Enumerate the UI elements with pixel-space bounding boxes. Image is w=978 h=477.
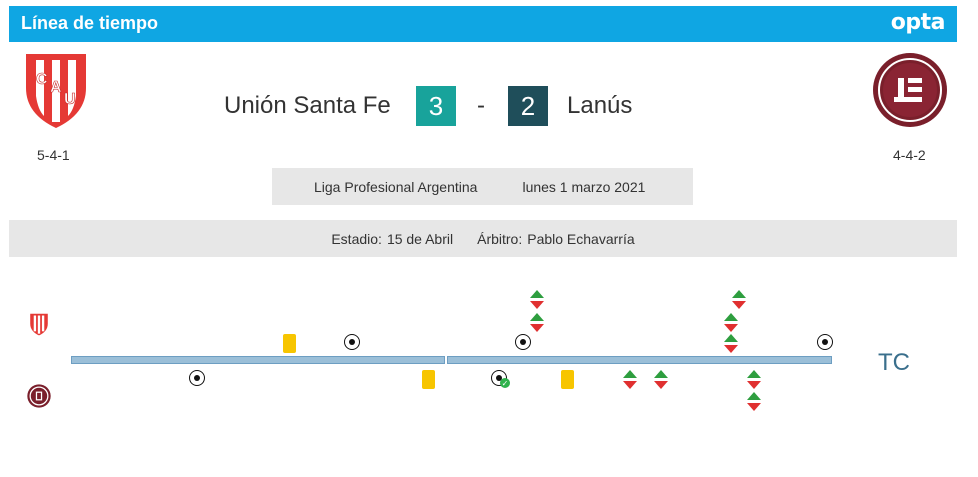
substitution-arrows-icon xyxy=(724,334,738,353)
substitution-arrows-icon xyxy=(530,313,544,332)
svg-text:C: C xyxy=(36,71,48,88)
soccer-ball-icon xyxy=(189,370,205,386)
soccer-ball-icon xyxy=(344,334,360,350)
home-crest-icon: C A U xyxy=(26,54,86,128)
yellow-card-icon xyxy=(283,334,296,353)
timeline-second-half xyxy=(447,356,832,364)
substitution-arrows-icon xyxy=(747,392,761,411)
referee-label: Árbitro: xyxy=(477,230,523,247)
substitution-arrows-icon xyxy=(530,290,544,309)
full-time-label: TC xyxy=(878,349,910,376)
venue-info-box: Estadio: 15 de Abril Árbitro: Pablo Echa… xyxy=(9,220,957,257)
header-bar: Línea de tiempo opta xyxy=(9,6,957,42)
brand-logo: opta xyxy=(890,10,946,35)
league-name: Liga Profesional Argentina xyxy=(314,178,478,195)
svg-text:U: U xyxy=(64,91,76,108)
yellow-card-icon xyxy=(422,370,435,389)
substitution-arrows-icon xyxy=(623,370,637,389)
substitution-arrows-icon xyxy=(724,313,738,332)
substitution-arrows-icon xyxy=(654,370,668,389)
away-formation: 4-4-2 xyxy=(893,147,926,163)
home-score: 3 xyxy=(416,86,456,126)
home-formation: 5-4-1 xyxy=(37,147,70,163)
away-crest-icon xyxy=(873,53,947,127)
own-goal-check-icon: ✓ xyxy=(500,378,510,388)
score-separator: - xyxy=(477,92,485,119)
soccer-ball-icon xyxy=(817,334,833,350)
yellow-card-icon xyxy=(561,370,574,389)
away-small-crest-icon xyxy=(27,384,51,408)
substitution-arrows-icon xyxy=(747,370,761,389)
away-team-name: Lanús xyxy=(567,92,633,119)
header-title: Línea de tiempo xyxy=(21,13,159,33)
svg-text:A: A xyxy=(50,79,62,96)
referee-name: Pablo Echavarría xyxy=(527,230,635,247)
match-date: lunes 1 marzo 2021 xyxy=(522,178,646,195)
away-score: 2 xyxy=(508,86,548,126)
league-info-box: Liga Profesional Argentina lunes 1 marzo… xyxy=(272,168,693,205)
soccer-ball-icon xyxy=(515,334,531,350)
stadium-label: Estadio: xyxy=(331,230,382,247)
home-small-crest-icon xyxy=(30,313,48,336)
stadium-name: 15 de Abril xyxy=(386,230,454,247)
timeline-first-half xyxy=(71,356,445,364)
substitution-arrows-icon xyxy=(732,290,746,309)
home-team-name: Unión Santa Fe xyxy=(224,92,391,119)
